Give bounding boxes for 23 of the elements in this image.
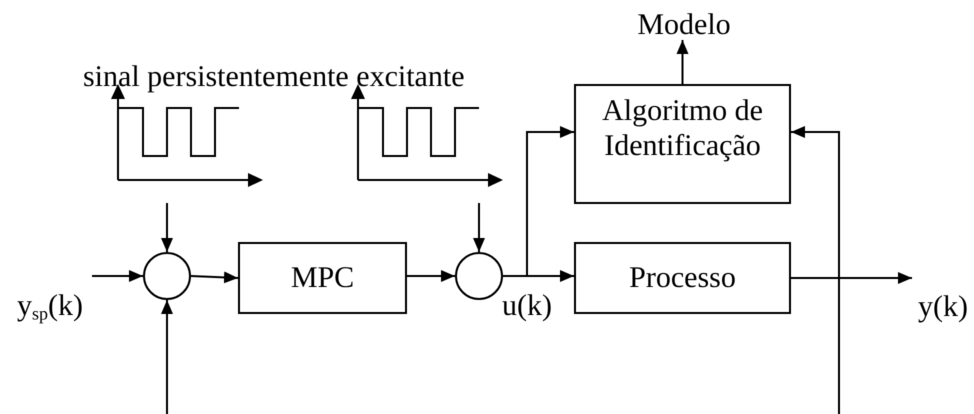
signal-arrow <box>676 40 688 84</box>
node-label: Processo <box>629 260 736 296</box>
signal-arrow <box>791 272 912 284</box>
signal-arrow <box>473 203 485 252</box>
signal-arrow <box>92 270 143 282</box>
summing-junction <box>143 252 191 300</box>
signal-caption: sinal persistentemente excitante <box>83 62 465 92</box>
signal-arrow <box>791 126 840 414</box>
summing-junction <box>455 252 503 300</box>
block-box <box>574 84 791 204</box>
block-box <box>574 242 791 314</box>
signal-arrow <box>190 271 238 284</box>
node-label: Algoritmo de Identificação <box>601 94 764 163</box>
node-label: y$_{sp}$(k) <box>17 290 83 322</box>
signal-arrow <box>161 203 173 252</box>
block-box <box>238 242 407 314</box>
signal-name: u(k) <box>502 291 552 321</box>
signal-arrow <box>161 300 173 414</box>
node-label: y(k) <box>918 292 968 322</box>
signal-arrow <box>407 270 455 282</box>
node-label: Modelo <box>637 10 731 40</box>
node-label: MPC <box>290 260 354 296</box>
signal-arrow <box>503 126 574 277</box>
